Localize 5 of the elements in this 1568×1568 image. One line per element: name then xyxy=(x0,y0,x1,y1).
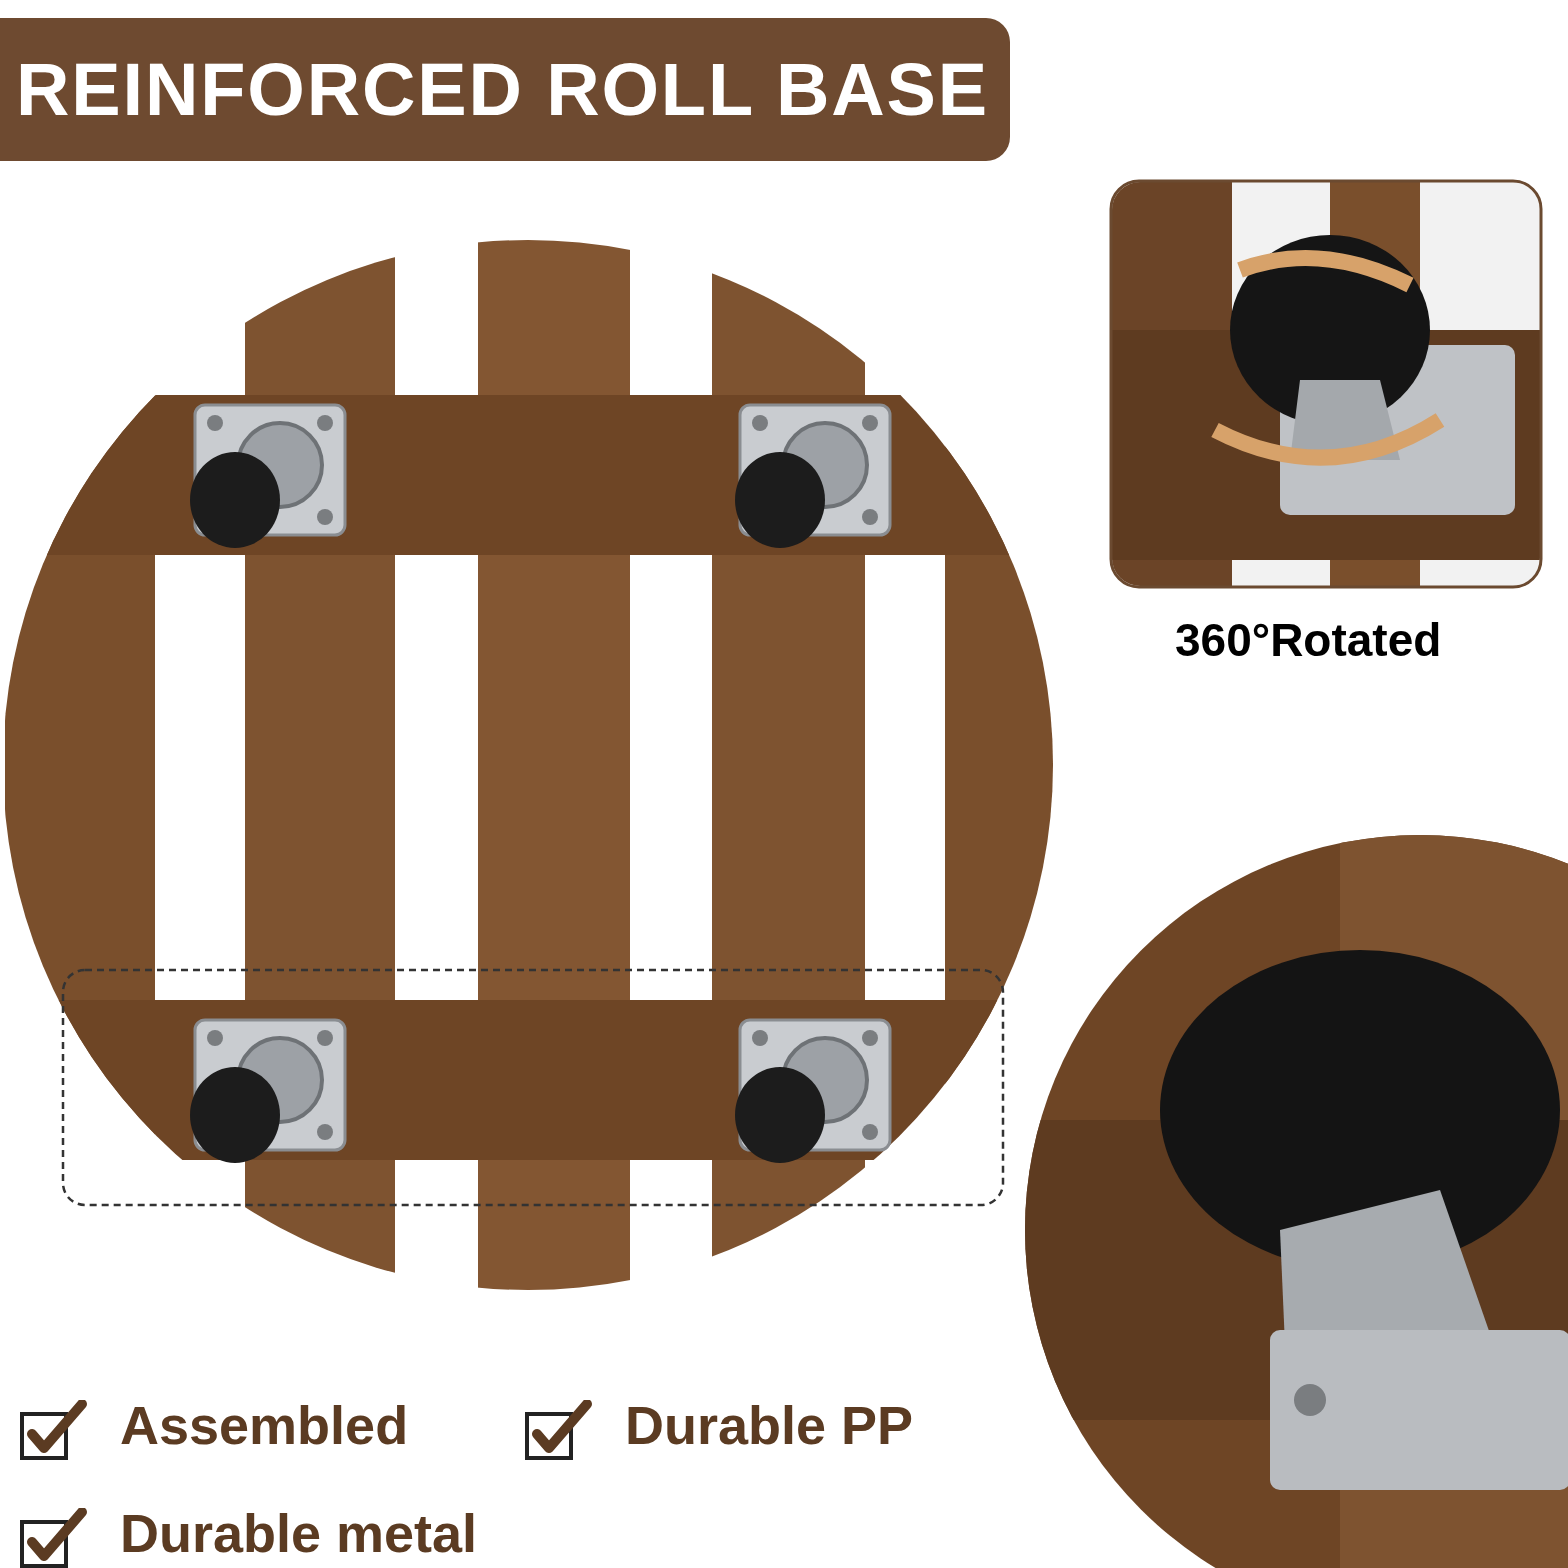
feature-label: Durable PP xyxy=(625,1394,914,1457)
feature-label: 360°Rotated xyxy=(1175,613,1442,668)
feature-label: Assembled xyxy=(120,1394,409,1457)
title: REINFORCED ROLL BASE xyxy=(16,52,990,127)
feature-label: Durable metal xyxy=(120,1502,478,1565)
